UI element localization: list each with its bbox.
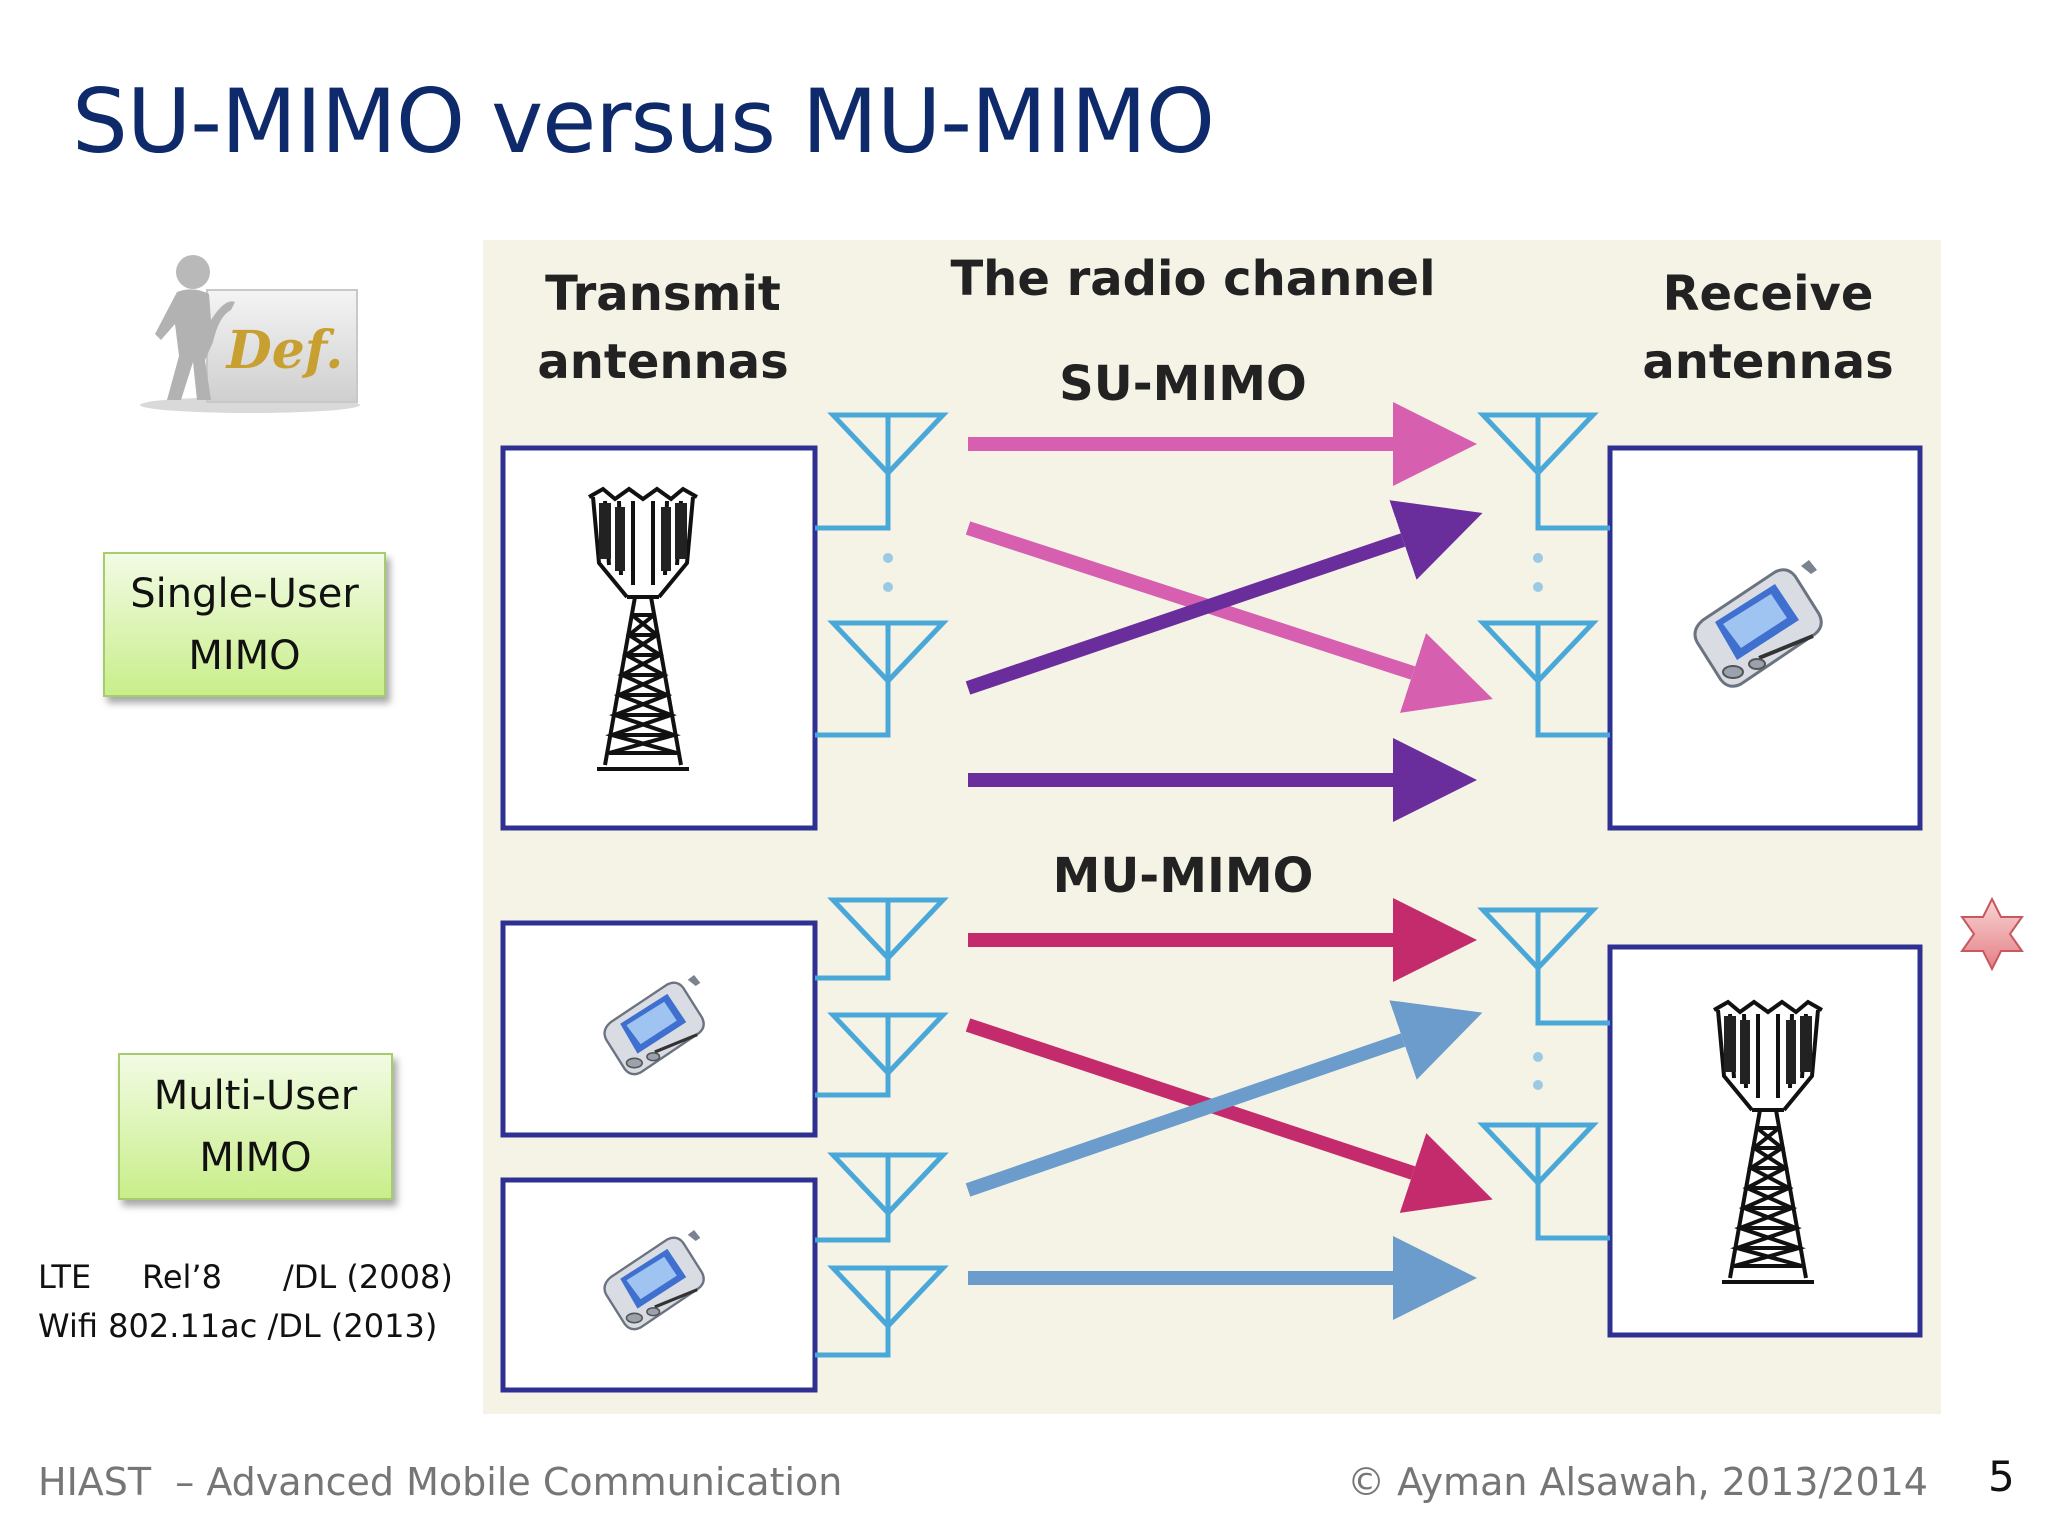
su-arrow <box>965 500 1483 695</box>
su-tx-antenna-wiring <box>815 460 891 738</box>
single-user-mimo-label: Single-User MIMO <box>103 552 386 697</box>
su-mimo-arrows <box>965 402 1493 822</box>
mimo-diagram: Transmit antennas The radio channel Rece… <box>483 240 1941 1414</box>
mu-mimo-label: MU-MIMO <box>1053 848 1314 904</box>
mu-arrow <box>965 1018 1493 1213</box>
slide-title: SU-MIMO versus MU-MIMO <box>72 70 1215 173</box>
transmit-label-line1: Transmit <box>545 266 781 322</box>
footer-course: HIAST – Advanced Mobile Communication <box>38 1460 843 1504</box>
definition-icon: Def. <box>140 255 360 413</box>
su-arrow <box>965 521 1493 713</box>
svg-text:Def.: Def. <box>225 320 344 381</box>
su-transmitter-box <box>500 445 818 831</box>
star-icon[interactable] <box>1960 897 2024 971</box>
footer-copyright: © Ayman Alsawah, 2013/2014 <box>1347 1460 1928 1504</box>
receive-label-line1: Receive <box>1663 266 1874 322</box>
transmit-label-line2: antennas <box>537 334 788 390</box>
note-wifi: Wifi 802.11ac /DL (2013) <box>38 1307 438 1345</box>
receive-label-line2: antennas <box>1642 334 1893 390</box>
su-rx-antenna-dots <box>1533 553 1543 592</box>
mu-mimo-arrows <box>965 898 1493 1320</box>
su-tx-antenna-dots <box>883 553 893 592</box>
channel-label: The radio channel <box>950 251 1435 307</box>
note-lte: LTE Rel’8 /DL (2008) <box>38 1258 453 1296</box>
su-rx-antenna-wiring <box>1535 460 1610 738</box>
page-number: 5 <box>1988 1452 2015 1501</box>
multi-user-mimo-label: Multi-User MIMO <box>118 1053 393 1200</box>
mu-rx-antenna-dots <box>1533 1052 1543 1090</box>
su-mimo-label: SU-MIMO <box>1059 356 1307 412</box>
mu-arrow <box>965 1000 1483 1197</box>
standards-notes: LTE Rel’8 /DL (2008) Wifi 802.11ac /DL (… <box>38 1253 453 1351</box>
mu-rx-antenna-wiring <box>1535 955 1610 1241</box>
